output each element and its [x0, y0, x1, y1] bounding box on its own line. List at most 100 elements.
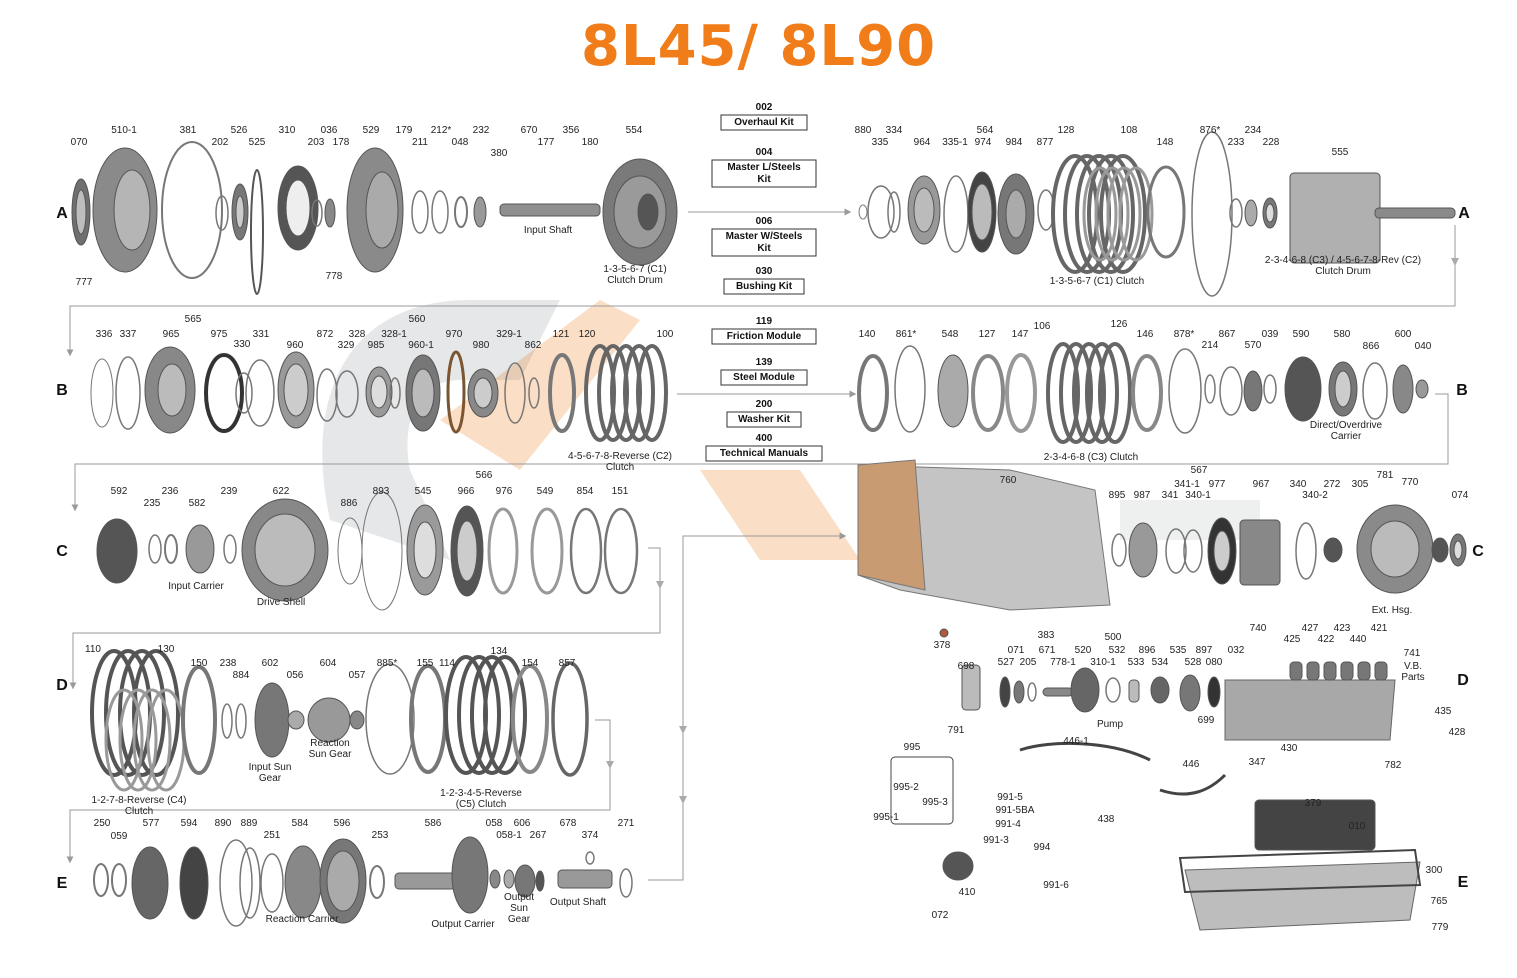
kit-name: Kit	[757, 243, 771, 254]
ring-part	[1111, 533, 1127, 567]
ring-part	[894, 345, 926, 433]
flow-arrow-head	[679, 796, 687, 804]
kit-box	[720, 114, 808, 131]
ring-part	[483, 655, 527, 775]
ring-part	[530, 507, 564, 595]
disk-part	[1150, 676, 1170, 704]
part-number-label: 310-1	[1090, 657, 1116, 668]
part-number-label: 960	[287, 340, 304, 351]
ring-part	[148, 534, 162, 564]
part-number-label: 177	[538, 137, 555, 148]
ring-part	[1105, 677, 1121, 703]
oil-pan	[1184, 861, 1421, 931]
part-number-label: 995-2	[893, 782, 919, 793]
part-name-label: Sun	[510, 903, 528, 914]
part-number-label: 670	[521, 125, 538, 136]
ring-part	[457, 655, 501, 775]
part-number-label: 267	[530, 830, 547, 841]
ring-part	[409, 664, 447, 774]
part-number-label: 878*	[1174, 329, 1195, 340]
part-name-label: (C5) Clutch	[456, 799, 507, 810]
disk-part	[1265, 203, 1275, 223]
transmission-bellhousing	[857, 459, 926, 591]
disk-part	[235, 195, 245, 229]
row-label-c: C	[56, 543, 68, 560]
part-number-label: 974	[975, 137, 992, 148]
part-number-label: 435	[1435, 706, 1452, 717]
kit-box	[711, 328, 817, 345]
part-number-label: 328-1	[381, 329, 407, 340]
part-number-label: 781	[1377, 470, 1394, 481]
part-number-label: 428	[1449, 727, 1466, 738]
ring-part	[260, 853, 284, 913]
part-number-label: 594	[181, 818, 198, 829]
kit-code: 119	[756, 316, 773, 327]
disk-part	[1431, 537, 1449, 563]
part-number-label: 532	[1109, 645, 1126, 656]
part-number-label: 236	[162, 486, 179, 497]
housing-part	[1340, 661, 1354, 681]
part-number-label: 271	[618, 818, 635, 829]
part-name-label: Clutch Drum	[1315, 266, 1371, 277]
kit-code: 030	[756, 266, 773, 277]
part-number-label: 340-2	[1302, 490, 1328, 501]
part-number-label: 130	[158, 644, 175, 655]
part-name-label: Output	[504, 892, 534, 903]
disk-part	[370, 375, 388, 409]
part-number-label: 586	[425, 818, 442, 829]
ring-part	[1146, 165, 1186, 259]
part-number-label: 422	[1318, 634, 1335, 645]
part-number-label: 699	[1198, 715, 1215, 726]
disk-part	[179, 846, 209, 920]
part-number-label: 154	[522, 658, 539, 669]
housing-part	[499, 203, 601, 217]
ring-part	[551, 661, 589, 777]
kit-box	[723, 278, 805, 295]
part-number-label: 032	[1228, 645, 1245, 656]
ring-part	[219, 839, 253, 927]
ring-part	[454, 196, 468, 228]
part-number-label: 039	[1262, 329, 1279, 340]
ring-part	[181, 665, 217, 775]
part-number-label: 976	[496, 486, 513, 497]
part-number-label: 991-4	[995, 819, 1021, 830]
row-label-a: A	[1458, 205, 1470, 222]
part-number-label: 080	[1206, 657, 1223, 668]
part-number-label: 056	[287, 670, 304, 681]
ring-part	[511, 664, 549, 774]
part-number-label: 867	[1219, 329, 1236, 340]
part-number-label: 602	[262, 658, 279, 669]
housing-part	[890, 756, 954, 825]
part-number-label: 202	[212, 137, 229, 148]
ring-part	[1204, 374, 1216, 404]
ring-part	[311, 199, 323, 227]
part-number-label: 678	[560, 818, 577, 829]
ring-part	[548, 353, 576, 433]
part-number-label: 378	[934, 640, 951, 651]
part-number-label: 148	[1157, 137, 1174, 148]
disk-part	[1334, 370, 1352, 408]
part-number-label: 534	[1152, 657, 1169, 668]
part-number-label: 040	[1415, 341, 1432, 352]
part-number-label: 527	[998, 657, 1015, 668]
part-number-label: 886	[341, 498, 358, 509]
disk-part	[254, 513, 316, 587]
disk-part	[307, 697, 351, 743]
disk-part	[514, 864, 536, 898]
part-number-label: 423	[1334, 623, 1351, 634]
part-number-label: 960-1	[408, 340, 434, 351]
part-number-label: 980	[473, 340, 490, 351]
part-name-label: Drive Shell	[257, 597, 305, 608]
housing-part	[1323, 661, 1337, 681]
housing-part	[1239, 519, 1281, 586]
disk-part	[535, 870, 545, 892]
part-number-label: 567	[1191, 465, 1208, 476]
part-number-label: 341-1	[1174, 479, 1200, 490]
part-number-label: 180	[582, 137, 599, 148]
ring-part	[636, 344, 668, 442]
part-number-label: 893	[373, 486, 390, 497]
disk-part	[75, 189, 87, 235]
housing-part	[1289, 172, 1381, 264]
disk-part	[473, 377, 493, 409]
part-number-label: 341	[1162, 490, 1179, 501]
